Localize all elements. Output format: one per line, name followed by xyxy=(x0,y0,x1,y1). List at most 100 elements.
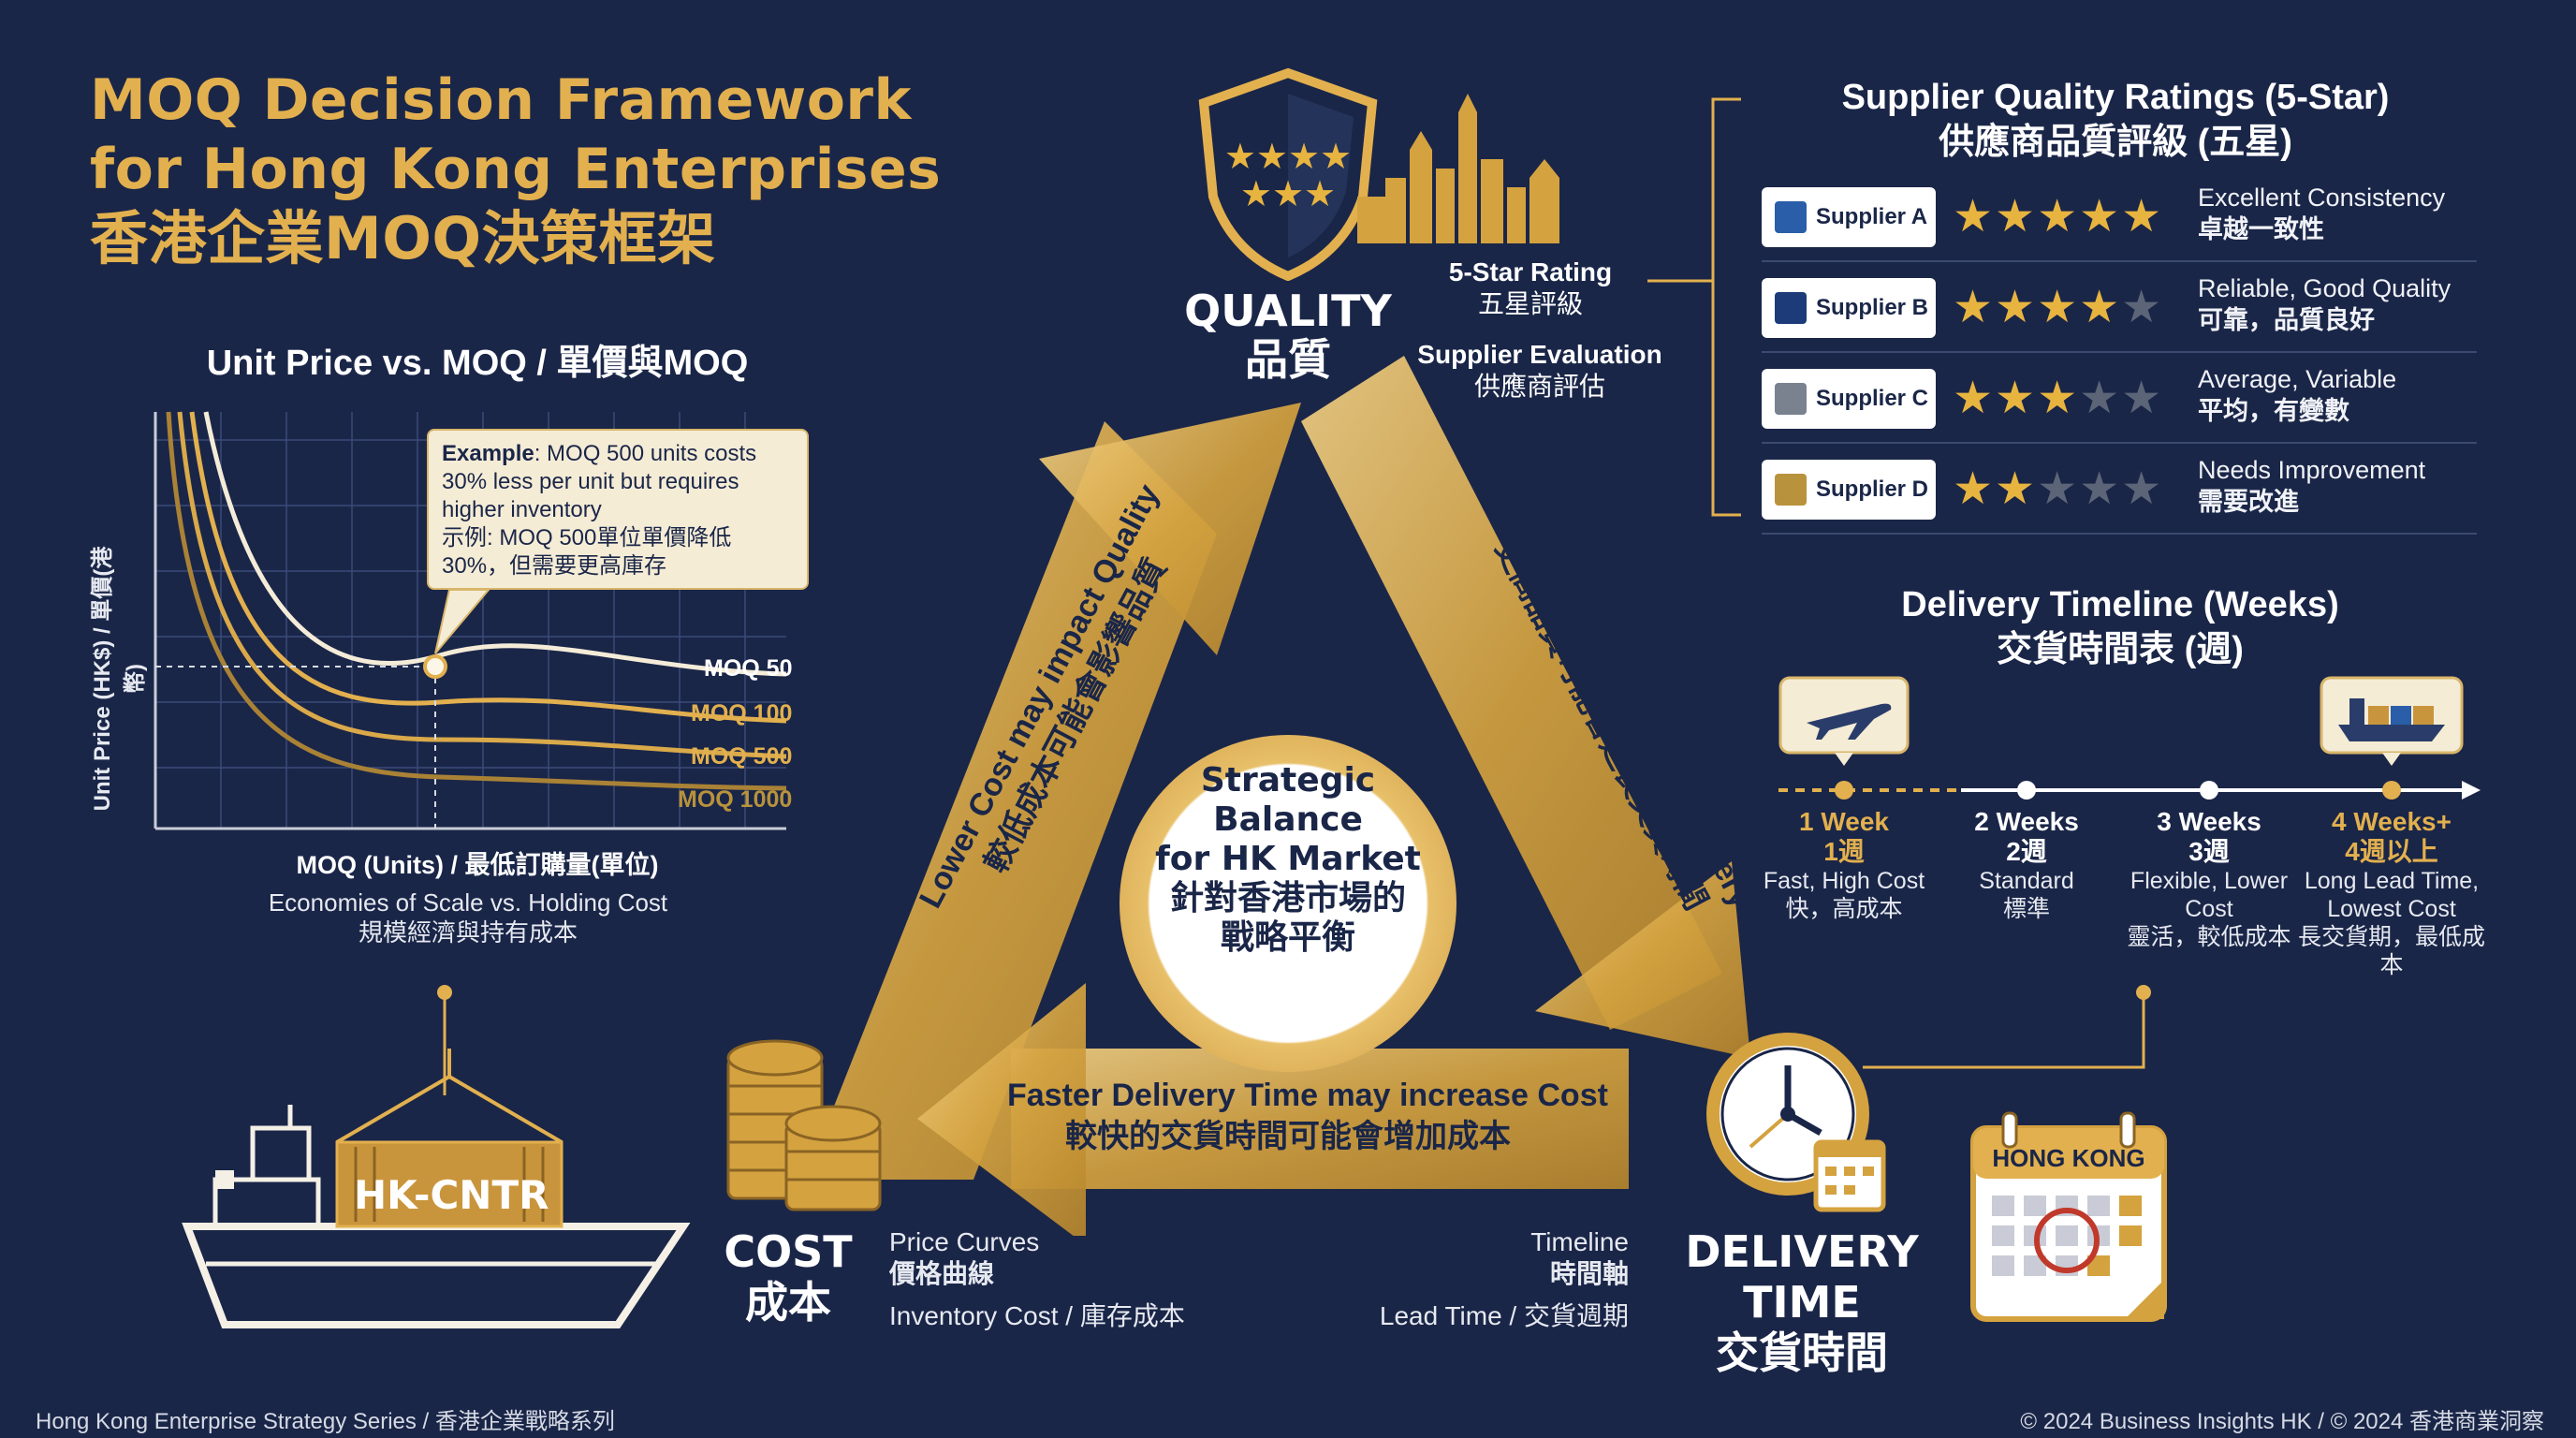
arrow-bottom-head xyxy=(917,983,1086,1236)
supplier-description-en: Reliable, Good Quality xyxy=(2198,274,2452,302)
cost-label-zh: 成本 xyxy=(745,1277,831,1328)
timeline-track xyxy=(1778,676,2481,800)
timeline-week-zh: 4週以上 xyxy=(2345,837,2438,866)
timeline-desc-zh: 長交貨期，最低成本 xyxy=(2297,924,2485,978)
timeline-desc-zh: 標準 xyxy=(2002,896,2050,922)
star-empty-icon: ★ xyxy=(2121,374,2164,423)
cost-label: COST 成本 xyxy=(713,1226,863,1328)
timeline-week-zh: 1週 xyxy=(1823,837,1865,866)
supplier-description-en: Average, Variable xyxy=(2198,365,2397,393)
center-line-2: Balance xyxy=(1213,800,1363,839)
container-label: HK-CNTR xyxy=(354,1172,549,1218)
supplier-description: Average, Variable 平均，有變數 xyxy=(2198,363,2479,427)
timeline-desc-en: Flexible, Lower Cost xyxy=(2130,868,2289,922)
cost-note-2: Inventory Cost / 庫存成本 xyxy=(889,1301,1185,1330)
calendar-label: HONG KONG xyxy=(1992,1144,2145,1172)
suppliers-heading: Supplier Quality Ratings (5-Star) 供應商品質評… xyxy=(1760,75,2471,165)
timeline-week-en: 4 Weeks+ xyxy=(2332,807,2452,836)
timeline-week-zh: 3週 xyxy=(2188,837,2230,866)
star-filled-icon: ★ xyxy=(2079,192,2122,242)
timeline-heading: Delivery Timeline (Weeks) 交貨時間表 (週) xyxy=(1816,582,2424,672)
quality-note-1-zh: 五星評級 xyxy=(1477,289,1583,318)
delivery-note-1-en: Timeline xyxy=(1530,1227,1629,1256)
delivery-label-en: DELIVERY TIME xyxy=(1685,1226,1919,1328)
supplier-logo-icon xyxy=(1775,383,1807,415)
quality-note-2-en: Supplier Evaluation xyxy=(1417,340,1662,369)
timeline-dot-4 xyxy=(2382,781,2401,800)
arrow-bottom-band xyxy=(1011,1049,1629,1189)
center-line-1: Strategic xyxy=(1200,761,1376,800)
timeline-dot-2 xyxy=(2017,781,2036,800)
delivery-note-1-zh: 時間軸 xyxy=(1549,1259,1629,1288)
center-line-5: 戰略平衡 xyxy=(1220,918,1355,957)
supplier-badge: Supplier A xyxy=(1762,187,1936,247)
quality-suppliers-connector xyxy=(1647,97,1741,517)
star-empty-icon: ★ xyxy=(2079,464,2122,514)
quality-shield-icon: ★★★★ ★★★ xyxy=(1198,67,1378,281)
star-empty-icon: ★ xyxy=(2121,283,2164,332)
bottom-arrow-text: Faster Delivery Time may increase Cost 較… xyxy=(1007,1075,1608,1157)
svg-text:★★★: ★★★ xyxy=(1240,173,1336,214)
supplier-description-zh: 平均，有變數 xyxy=(2198,397,2349,425)
supplier-description-en: Excellent Consistency xyxy=(2198,183,2446,212)
suppliers-heading-en: Supplier Quality Ratings (5-Star) xyxy=(1841,78,2390,117)
timeline-desc-en: Long Lead Time, Lowest Cost xyxy=(2304,868,2480,922)
delivery-label-zh: 交貨時間 xyxy=(1716,1328,1888,1378)
supplier-logo-icon xyxy=(1775,474,1807,506)
callout-english: Example: MOQ 500 units costs 30% less pe… xyxy=(442,440,794,524)
title-line-2: for Hong Kong Enterprises xyxy=(90,137,942,202)
supplier-name: Supplier A xyxy=(1816,204,1928,229)
timeline-desc-zh: 快，高成本 xyxy=(1785,896,1903,922)
curve-moq-500 xyxy=(177,411,787,759)
supplier-star-rating: ★★★★★ xyxy=(1953,373,2163,425)
supplier-logo-icon xyxy=(1775,292,1807,324)
timeline-dot-1 xyxy=(1835,781,1853,800)
arrow-left-head xyxy=(1039,403,1301,655)
timeline-desc-zh: 靈活，較低成本 xyxy=(2127,924,2291,950)
timeline-dot-3 xyxy=(2200,781,2218,800)
supplier-description-zh: 卓越一致性 xyxy=(2198,215,2324,243)
supplier-logo-icon xyxy=(1775,201,1807,233)
star-empty-icon: ★ xyxy=(2037,464,2080,514)
supplier-description: Excellent Consistency 卓越一致性 xyxy=(2198,182,2479,245)
hk-calendar-icon xyxy=(1970,1111,2167,1322)
delivery-note-1: Timeline 時間軸 xyxy=(1348,1226,1629,1290)
ship-badge-pointer xyxy=(2382,753,2401,766)
curve-label-moq-100: MOQ 100 xyxy=(691,700,793,726)
cost-label-en: COST xyxy=(724,1226,853,1277)
arrow-right-band xyxy=(1301,356,1722,1030)
star-filled-icon: ★ xyxy=(2121,192,2164,242)
quality-note-1-en: 5-Star Rating xyxy=(1448,257,1613,286)
star-empty-icon: ★ xyxy=(2121,464,2164,514)
price-chart-y-label: Unit Price (HK$) / 單價(港幣) xyxy=(83,538,149,819)
strategy-triangle xyxy=(805,356,1750,1236)
arrow-right-head xyxy=(1535,861,1750,1058)
ship-small-icon xyxy=(2338,698,2445,741)
star-filled-icon: ★ xyxy=(2037,192,2080,242)
supplier-star-rating: ★★★★★ xyxy=(1953,463,2163,516)
callout-text: : MOQ 500 units costs 30% less per unit … xyxy=(442,441,757,522)
supplier-name: Supplier B xyxy=(1816,295,1929,320)
star-filled-icon: ★ xyxy=(1953,192,1996,242)
bottom-arrow-en: Faster Delivery Time may increase Cost xyxy=(1007,1078,1608,1113)
curve-label-moq-500: MOQ 500 xyxy=(691,743,793,770)
quality-note-2-zh: 供應商評估 xyxy=(1473,372,1605,401)
quality-label-en: QUALITY xyxy=(1184,286,1392,336)
star-filled-icon: ★ xyxy=(1995,192,2038,242)
supplier-star-rating: ★★★★★ xyxy=(1953,282,2163,334)
timeline-week-en: 2 Weeks xyxy=(1974,807,2079,836)
clock-icon xyxy=(1706,1033,1886,1212)
example-callout: Example: MOQ 500 units costs 30% less pe… xyxy=(427,429,809,590)
timeline-heading-en: Delivery Timeline (Weeks) xyxy=(1901,585,2339,624)
center-line-4: 針對香港市場的 xyxy=(1169,879,1406,917)
price-chart-caption-en: Economies of Scale vs. Holding Cost xyxy=(268,888,668,917)
delivery-label: DELIVERY TIME 交貨時間 xyxy=(1647,1226,1956,1378)
quality-label: QUALITY 品質 xyxy=(1159,286,1417,384)
supplier-name: Supplier C xyxy=(1816,386,1929,411)
cost-note-1-en: Price Curves xyxy=(889,1227,1040,1256)
